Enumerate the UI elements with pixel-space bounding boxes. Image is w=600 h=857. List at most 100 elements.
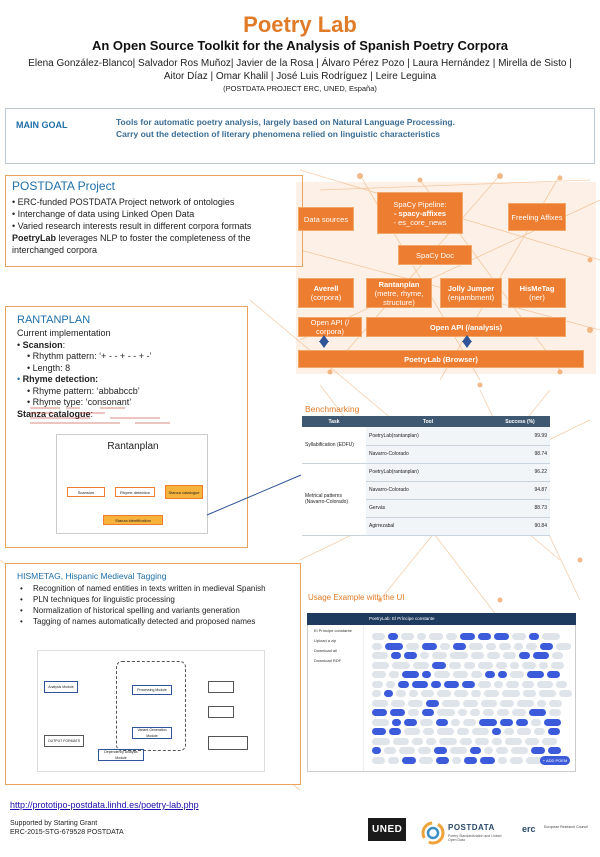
- ui-token-chip[interactable]: [556, 642, 571, 650]
- ui-token-chip[interactable]: [552, 652, 563, 659]
- ui-token-chip[interactable]: [449, 661, 461, 669]
- ui-token-chip[interactable]: [372, 747, 381, 754]
- ui-token-chip[interactable]: [531, 747, 545, 754]
- ui-token-chip[interactable]: [522, 680, 534, 688]
- ui-token-chip[interactable]: [548, 728, 560, 735]
- ui-token-chip[interactable]: [384, 690, 393, 697]
- ui-token-chip[interactable]: [432, 652, 447, 659]
- ui-token-chip[interactable]: [533, 652, 549, 659]
- ui-token-chip[interactable]: [512, 633, 526, 640]
- ui-token-chip[interactable]: [484, 747, 493, 754]
- ui-token-chip[interactable]: [498, 671, 507, 678]
- ui-token-chip[interactable]: [389, 728, 401, 735]
- ui-token-chip[interactable]: [471, 652, 484, 659]
- add-poem-button[interactable]: + ADD POEM: [540, 756, 570, 765]
- ui-token-chip[interactable]: [372, 709, 387, 716]
- ui-token-chip[interactable]: [413, 661, 429, 669]
- ui-token-chip[interactable]: [481, 699, 497, 707]
- ui-token-chip[interactable]: [470, 709, 480, 716]
- ui-token-chip[interactable]: [409, 690, 418, 697]
- ui-token-chip[interactable]: [496, 747, 508, 754]
- ui-token-chip[interactable]: [431, 680, 441, 688]
- ui-token-chip[interactable]: [426, 737, 436, 745]
- ui-token-chip[interactable]: [446, 633, 457, 640]
- ui-token-chip[interactable]: [406, 642, 419, 650]
- ui-token-chip[interactable]: [372, 671, 386, 678]
- ui-token-chip[interactable]: [497, 709, 509, 716]
- ui-token-chip[interactable]: [420, 718, 433, 726]
- ui-token-chip[interactable]: [510, 671, 524, 678]
- ui-token-chip[interactable]: [391, 652, 401, 659]
- ui-token-chip[interactable]: [517, 728, 531, 735]
- ui-token-chip[interactable]: [526, 756, 544, 764]
- ui-token-chip[interactable]: [506, 680, 519, 688]
- ui-token-chip[interactable]: [436, 718, 448, 726]
- ui-token-chip[interactable]: [463, 718, 476, 726]
- ui-token-chip[interactable]: [372, 652, 388, 659]
- ui-token-chip[interactable]: [525, 737, 539, 745]
- ui-token-chip[interactable]: [549, 709, 561, 716]
- ui-sidebar-item[interactable]: Download all: [314, 648, 337, 653]
- ui-token-chip[interactable]: [422, 642, 437, 650]
- ui-token-chip[interactable]: [422, 709, 434, 716]
- ui-token-chip[interactable]: [469, 642, 483, 650]
- ui-token-chip[interactable]: [372, 699, 388, 707]
- ui-token-chip[interactable]: [483, 709, 494, 716]
- ui-token-chip[interactable]: [372, 737, 390, 745]
- ui-token-chip[interactable]: [523, 690, 536, 697]
- ui-token-chip[interactable]: [442, 699, 460, 707]
- ui-token-chip[interactable]: [494, 633, 509, 640]
- ui-token-chip[interactable]: [500, 699, 514, 707]
- ui-token-chip[interactable]: [527, 671, 544, 678]
- ui-token-chip[interactable]: [434, 671, 450, 678]
- ui-token-chip[interactable]: [547, 671, 560, 678]
- ui-token-chip[interactable]: [556, 680, 567, 688]
- ui-token-chip[interactable]: [372, 728, 386, 735]
- ui-token-chip[interactable]: [408, 699, 423, 707]
- ui-token-chip[interactable]: [439, 737, 457, 745]
- ui-token-chip[interactable]: [437, 709, 455, 716]
- ui-token-chip[interactable]: [437, 690, 451, 697]
- ui-token-chip[interactable]: [396, 690, 406, 697]
- ui-token-chip[interactable]: [423, 728, 434, 735]
- ui-token-chip[interactable]: [392, 718, 401, 726]
- ui-token-chip[interactable]: [453, 642, 466, 650]
- ui-token-chip[interactable]: [386, 680, 395, 688]
- ui-token-chip[interactable]: [542, 633, 560, 640]
- ui-token-chip[interactable]: [450, 652, 468, 659]
- ui-token-chip[interactable]: [486, 642, 496, 650]
- ui-token-chip[interactable]: [460, 737, 472, 745]
- ui-token-chip[interactable]: [503, 652, 516, 659]
- ui-token-chip[interactable]: [399, 747, 415, 754]
- ui-token-chip[interactable]: [390, 709, 405, 716]
- ui-token-chip[interactable]: [393, 737, 409, 745]
- ui-token-chip[interactable]: [540, 642, 553, 650]
- ui-token-chip[interactable]: [422, 671, 431, 678]
- ui-token-chip[interactable]: [372, 642, 382, 650]
- ui-token-chip[interactable]: [372, 690, 381, 697]
- ui-token-chip[interactable]: [372, 756, 385, 764]
- ui-token-chip[interactable]: [551, 661, 564, 669]
- ui-token-chip[interactable]: [529, 709, 546, 716]
- ui-token-chip[interactable]: [464, 756, 477, 764]
- ui-token-chip[interactable]: [419, 756, 433, 764]
- ui-token-chip[interactable]: [492, 728, 501, 735]
- ui-token-chip[interactable]: [531, 718, 541, 726]
- ui-token-chip[interactable]: [496, 661, 507, 669]
- ui-token-chip[interactable]: [453, 671, 468, 678]
- ui-token-chip[interactable]: [487, 652, 500, 659]
- ui-token-chip[interactable]: [429, 633, 443, 640]
- ui-token-chip[interactable]: [500, 718, 513, 726]
- ui-token-chip[interactable]: [499, 642, 511, 650]
- ui-token-chip[interactable]: [372, 680, 383, 688]
- ui-token-chip[interactable]: [389, 671, 399, 678]
- ui-token-chip[interactable]: [388, 633, 398, 640]
- ui-token-chip[interactable]: [432, 661, 446, 669]
- ui-token-chip[interactable]: [510, 661, 519, 669]
- ui-token-chip[interactable]: [472, 728, 489, 735]
- ui-token-chip[interactable]: [460, 633, 475, 640]
- ui-token-chip[interactable]: [421, 690, 434, 697]
- ui-token-chip[interactable]: [420, 652, 429, 659]
- ui-token-chip[interactable]: [498, 756, 507, 764]
- ui-token-chip[interactable]: [505, 737, 522, 745]
